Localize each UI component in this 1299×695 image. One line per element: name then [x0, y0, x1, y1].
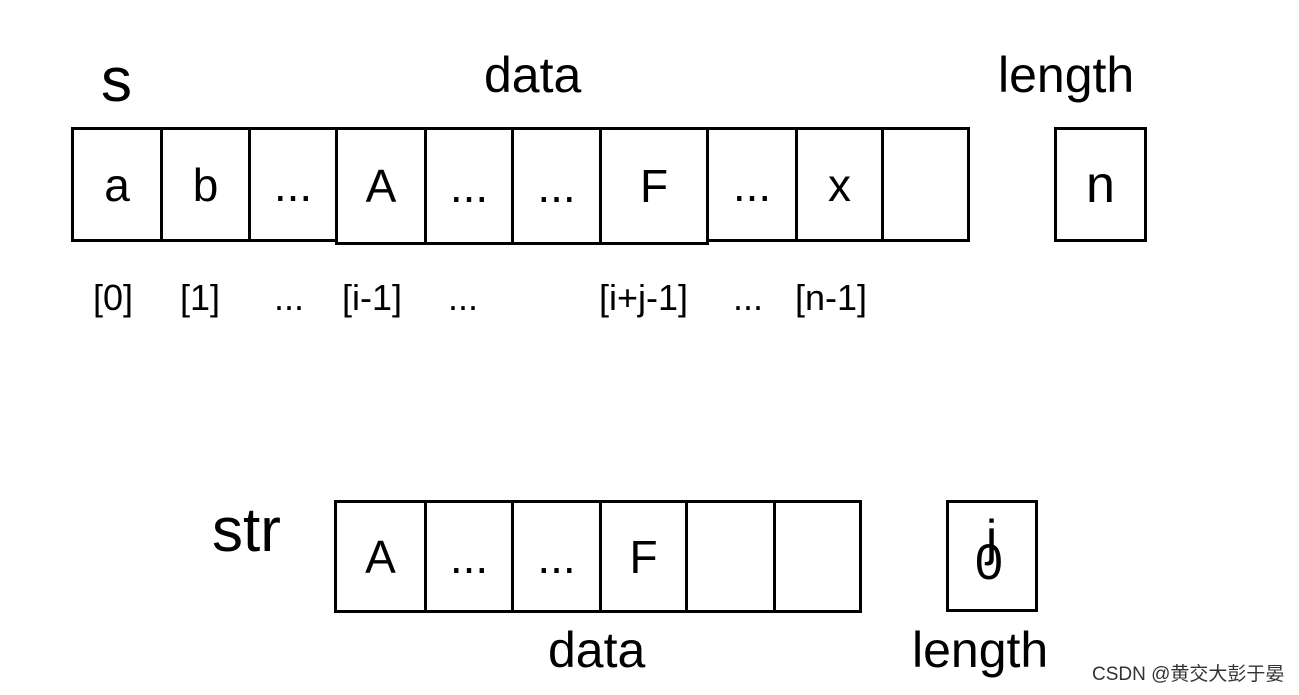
- str-data-label: data: [548, 622, 646, 678]
- s-index-1: [1]: [180, 277, 221, 318]
- str-cell-0: A: [334, 500, 427, 613]
- str-length-label: length: [912, 622, 1049, 678]
- s-array-name: s: [101, 46, 132, 115]
- s-cell-9: [881, 127, 970, 242]
- watermark: CSDN @黄交大彭于晏: [1092, 664, 1285, 685]
- s-cell-6: F: [599, 127, 709, 245]
- s-index-i-minus-1: [i-1]: [342, 277, 403, 318]
- s-cell-5: ...: [511, 127, 602, 245]
- s-index-ellipsis-2: ...: [448, 277, 479, 318]
- s-index-n-minus-1: [n-1]: [795, 277, 868, 318]
- s-length-label: length: [998, 47, 1135, 103]
- s-cell-4: ...: [424, 127, 514, 245]
- str-length-value: 0: [975, 534, 1003, 590]
- str-length-overwrite: j: [986, 510, 998, 566]
- str-cell-4: [685, 500, 776, 613]
- str-cell-2: ...: [511, 500, 602, 613]
- s-index-ellipsis-1: ...: [274, 277, 305, 318]
- s-data-label: data: [484, 47, 582, 103]
- s-length-box: n: [1054, 127, 1147, 242]
- str-cell-3: F: [599, 500, 688, 613]
- str-array-name: str: [212, 496, 281, 565]
- s-index-ellipsis-3: ...: [733, 277, 764, 318]
- s-cell-8: x: [795, 127, 884, 242]
- s-index-0: [0]: [93, 277, 134, 318]
- s-cell-3: A: [335, 127, 427, 245]
- s-cell-2: ...: [248, 127, 338, 242]
- str-cell-5: [773, 500, 862, 613]
- str-length-box: 0 j: [946, 500, 1038, 612]
- s-cell-0: a: [71, 127, 163, 242]
- s-index-i-plus-j-minus-1: [i+j-1]: [599, 277, 689, 318]
- s-cell-7: ...: [706, 127, 798, 242]
- str-cell-1: ...: [424, 500, 514, 613]
- s-cell-1: b: [160, 127, 251, 242]
